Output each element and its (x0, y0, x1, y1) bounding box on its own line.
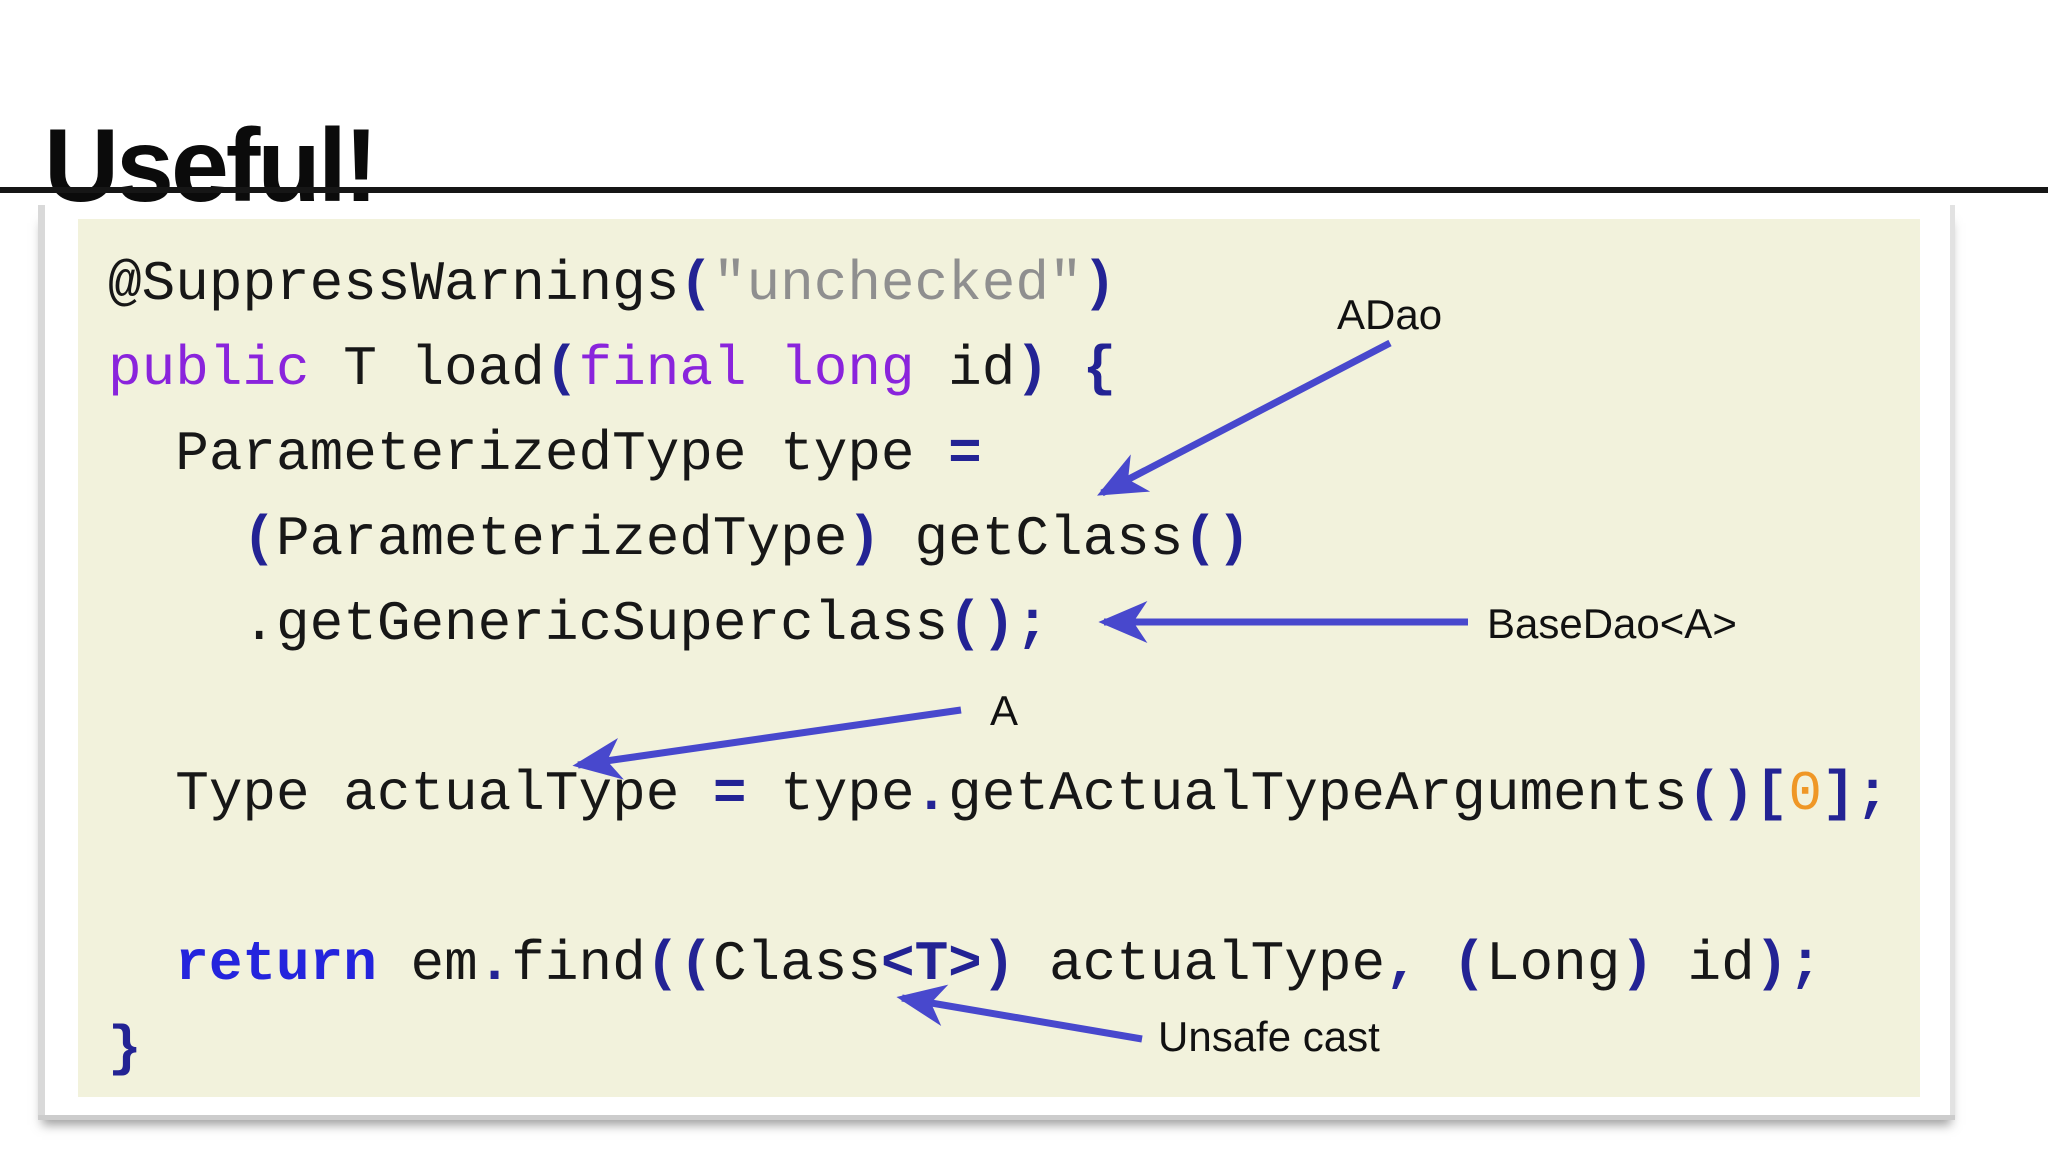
code-line: @SuppressWarnings("unchecked") (108, 252, 1117, 316)
code-line: ParameterizedType type = (108, 422, 982, 486)
code-line: } (108, 1017, 142, 1081)
code-line: (ParameterizedType) getClass() (242, 507, 1251, 571)
page-title: Useful! (44, 107, 378, 224)
code-line: return em.find((Class<T>) actualType, (L… (175, 932, 1822, 996)
annotation-label-a: A (990, 687, 1019, 734)
annotation-label-unsafe-cast: Unsafe cast (1158, 1013, 1380, 1060)
annotation-label-basedao: BaseDao<A> (1487, 600, 1737, 647)
code-line: .getGenericSuperclass(); (108, 592, 1049, 656)
code-line (108, 837, 1889, 922)
code-block: @SuppressWarnings("unchecked") public T l… (108, 242, 1889, 1092)
code-card (38, 205, 1955, 1115)
code-line: Type actualType = type.getActualTypeArgu… (108, 762, 1890, 826)
code-panel (78, 219, 1920, 1097)
code-line: public T load(final long id) { (108, 337, 1117, 401)
annotation-label-adao: ADao (1337, 291, 1443, 338)
title-divider (0, 187, 2048, 193)
